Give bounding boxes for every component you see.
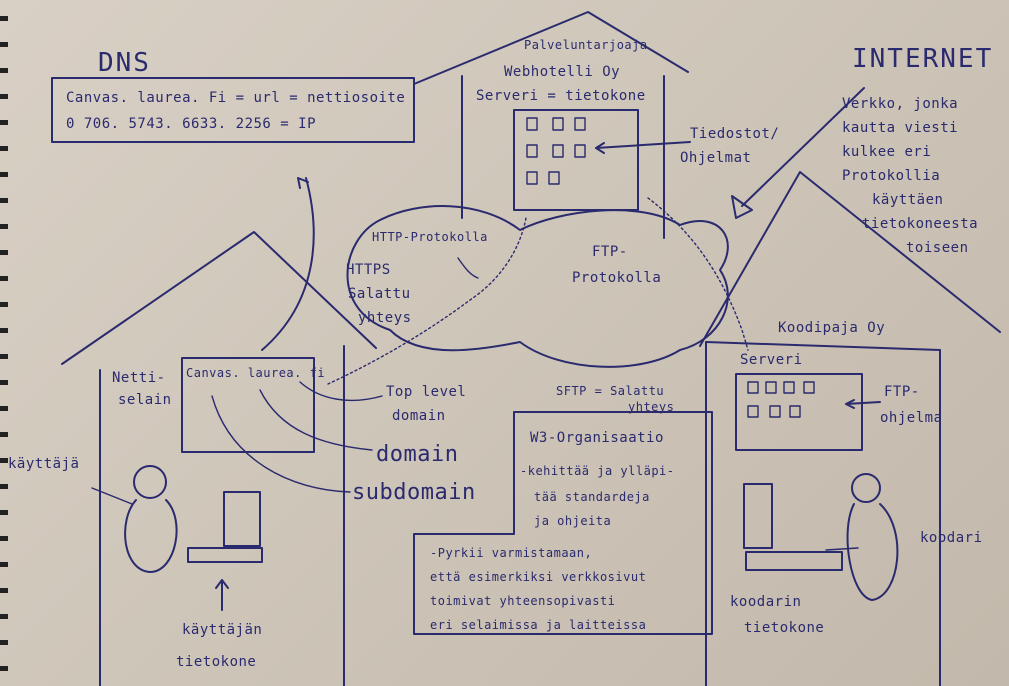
coder-label: koodari [920, 530, 983, 546]
http-label: HTTP-Protokolla [372, 230, 488, 244]
dns-box [51, 77, 415, 143]
internet-line-4: Protokollia [842, 168, 941, 184]
ftp-label-2: Protokolla [572, 270, 662, 286]
sftp-label-1: SFTP = Salattu [556, 384, 665, 398]
coder-head [851, 473, 881, 503]
w3-bullet1-line1: -kehittää ja ylläpi- [520, 464, 675, 478]
user-screen [181, 357, 315, 453]
w3-bullet1-line3: ja ohjeita [534, 514, 612, 528]
internet-arrow [741, 87, 865, 207]
coder-computer-label-1: koodarin [730, 594, 802, 610]
w3-bullet2-line2: että esimerkiksi verkkosivut [430, 570, 647, 584]
provider-server-box [513, 109, 639, 211]
w3-bullet2-line1: -Pyrkii varmistamaan, [430, 546, 593, 560]
coder-server-box [735, 373, 863, 451]
user-computer [187, 491, 263, 563]
coder-server-label: Serveri [740, 352, 803, 368]
sftp-label-2: yhteys [628, 400, 675, 414]
provider-server: Serveri = tietokone [476, 88, 646, 104]
provider-name: Webhotelli Oy [504, 64, 621, 80]
coder-company: Koodipaja Oy [778, 320, 886, 336]
coder-computer [743, 483, 843, 571]
w3-title: W3-Organisaatio [530, 430, 664, 446]
coder-computer-label-2: tietokone [744, 620, 825, 636]
dns-url-line: Canvas. laurea. Fi = url = nettiosoite [66, 90, 406, 106]
browser-label-2: selain [118, 392, 172, 408]
coder-arm [825, 547, 859, 551]
url-in-browser: Canvas. laurea. fi [186, 366, 326, 380]
notebook-spiral [0, 0, 8, 686]
user-pointer [91, 487, 133, 505]
https-label-1: HTTPS [346, 262, 391, 278]
tld-label-2: domain [392, 408, 446, 424]
coder-walls [705, 341, 941, 686]
files-arrow [595, 141, 691, 154]
tld-line [299, 381, 383, 402]
coder-file-icons [747, 381, 815, 418]
user-body [124, 499, 178, 573]
user-roof [61, 231, 377, 365]
w3-box [413, 411, 713, 635]
user-computer-label-1: käyttäjän [182, 622, 263, 638]
internet-line-2: kautta viesti [842, 120, 959, 136]
files-label-2: Ohjelmat [680, 150, 752, 166]
coder-body [846, 503, 899, 601]
w3-bullet1-line2: tää standardeja [534, 490, 650, 504]
browser-label-1: Netti- [112, 370, 166, 386]
ftp-program-arrow [845, 399, 881, 409]
w3-bullet2-line3: toimivat yhteensopivasti [430, 594, 616, 608]
provider-roof [413, 11, 689, 85]
ftp-program-label-1: FTP- [884, 384, 920, 400]
ftp-program-label-2: ohjelma [880, 410, 943, 426]
user-computer-arrow [215, 579, 229, 611]
cloud-outline [346, 205, 729, 368]
dns-heading: DNS [98, 48, 151, 78]
internet-line-3: kulkee eri [842, 144, 932, 160]
internet-heading: INTERNET [852, 44, 994, 74]
domain-label: domain [376, 442, 459, 467]
tld-label-1: Top level [386, 384, 467, 400]
subdomain-label: subdomain [352, 480, 476, 505]
internet-line-1: Verkko, jonka [842, 96, 959, 112]
coder-top-line [705, 341, 941, 351]
http-arrow [457, 257, 479, 279]
internet-arrowhead [731, 195, 753, 219]
internet-line-6: tietokoneesta [862, 216, 979, 232]
internet-line-7: toiseen [906, 240, 969, 256]
https-label-3: yhteys [358, 310, 412, 326]
subdomain-line [211, 395, 351, 493]
https-label-2: Salattu [348, 286, 411, 302]
https-connection [327, 217, 527, 385]
user-head [133, 465, 167, 499]
user-label: käyttäjä [8, 456, 80, 472]
dns-ip-line: 0 706. 5743. 6633. 2256 = IP [66, 116, 317, 132]
coder-roof [699, 171, 1001, 347]
files-label-1: Tiedostot/ [690, 126, 780, 142]
w3-bullet2-line4: eri selaimissa ja laitteissa [430, 618, 647, 632]
user-walls [99, 345, 345, 686]
user-computer-label-2: tietokone [176, 654, 257, 670]
provider-file-icons [526, 117, 586, 185]
internet-line-5: käyttäen [872, 192, 944, 208]
ftp-connection [647, 197, 749, 351]
domain-line [259, 389, 373, 451]
provider-title: Palveluntarjoaja [524, 38, 648, 52]
dns-lookup-arrow [261, 177, 315, 351]
ftp-label-1: FTP- [592, 244, 628, 260]
